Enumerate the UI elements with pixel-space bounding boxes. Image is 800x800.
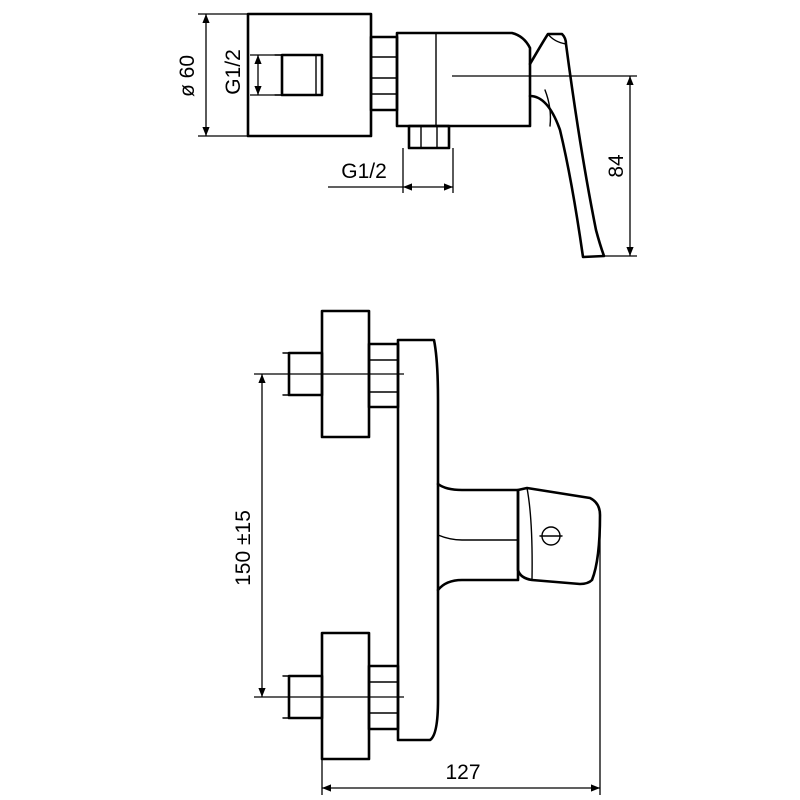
front-view (282, 309, 602, 761)
front-lower-connector (282, 631, 400, 761)
dim-diameter-label: ø 60 (176, 55, 199, 97)
side-eccentric-connector (274, 53, 324, 97)
dim-height: 84 (452, 75, 637, 257)
dim-length-label: 127 (445, 761, 480, 784)
side-outlet-nipple (407, 124, 451, 150)
dim-diameter: ø 60 (176, 13, 248, 137)
front-lever-handle (516, 486, 602, 586)
dim-thread-inlet: G1/2 (222, 49, 282, 96)
front-handle-stem (436, 482, 520, 592)
side-mixer-body (395, 31, 532, 128)
dim-length: 127 (321, 515, 601, 795)
side-view (246, 12, 606, 259)
side-lever-handle (528, 32, 606, 259)
dim-height-label: 84 (605, 154, 628, 178)
dim-thread-inlet-label: G1/2 (222, 49, 245, 95)
front-mixer-body (396, 338, 440, 742)
dim-thread-outlet: G1/2 (328, 148, 454, 193)
dim-thread-outlet-label: G1/2 (341, 160, 387, 183)
hot-cold-indicator-icon (539, 526, 563, 546)
dim-spacing: 150 ±15 (232, 373, 404, 698)
front-upper-nut (367, 342, 400, 409)
side-hex-nut (369, 35, 399, 112)
front-lower-flange (320, 631, 371, 761)
dim-spacing-label: 150 ±15 (232, 510, 255, 586)
side-flange (246, 12, 373, 138)
